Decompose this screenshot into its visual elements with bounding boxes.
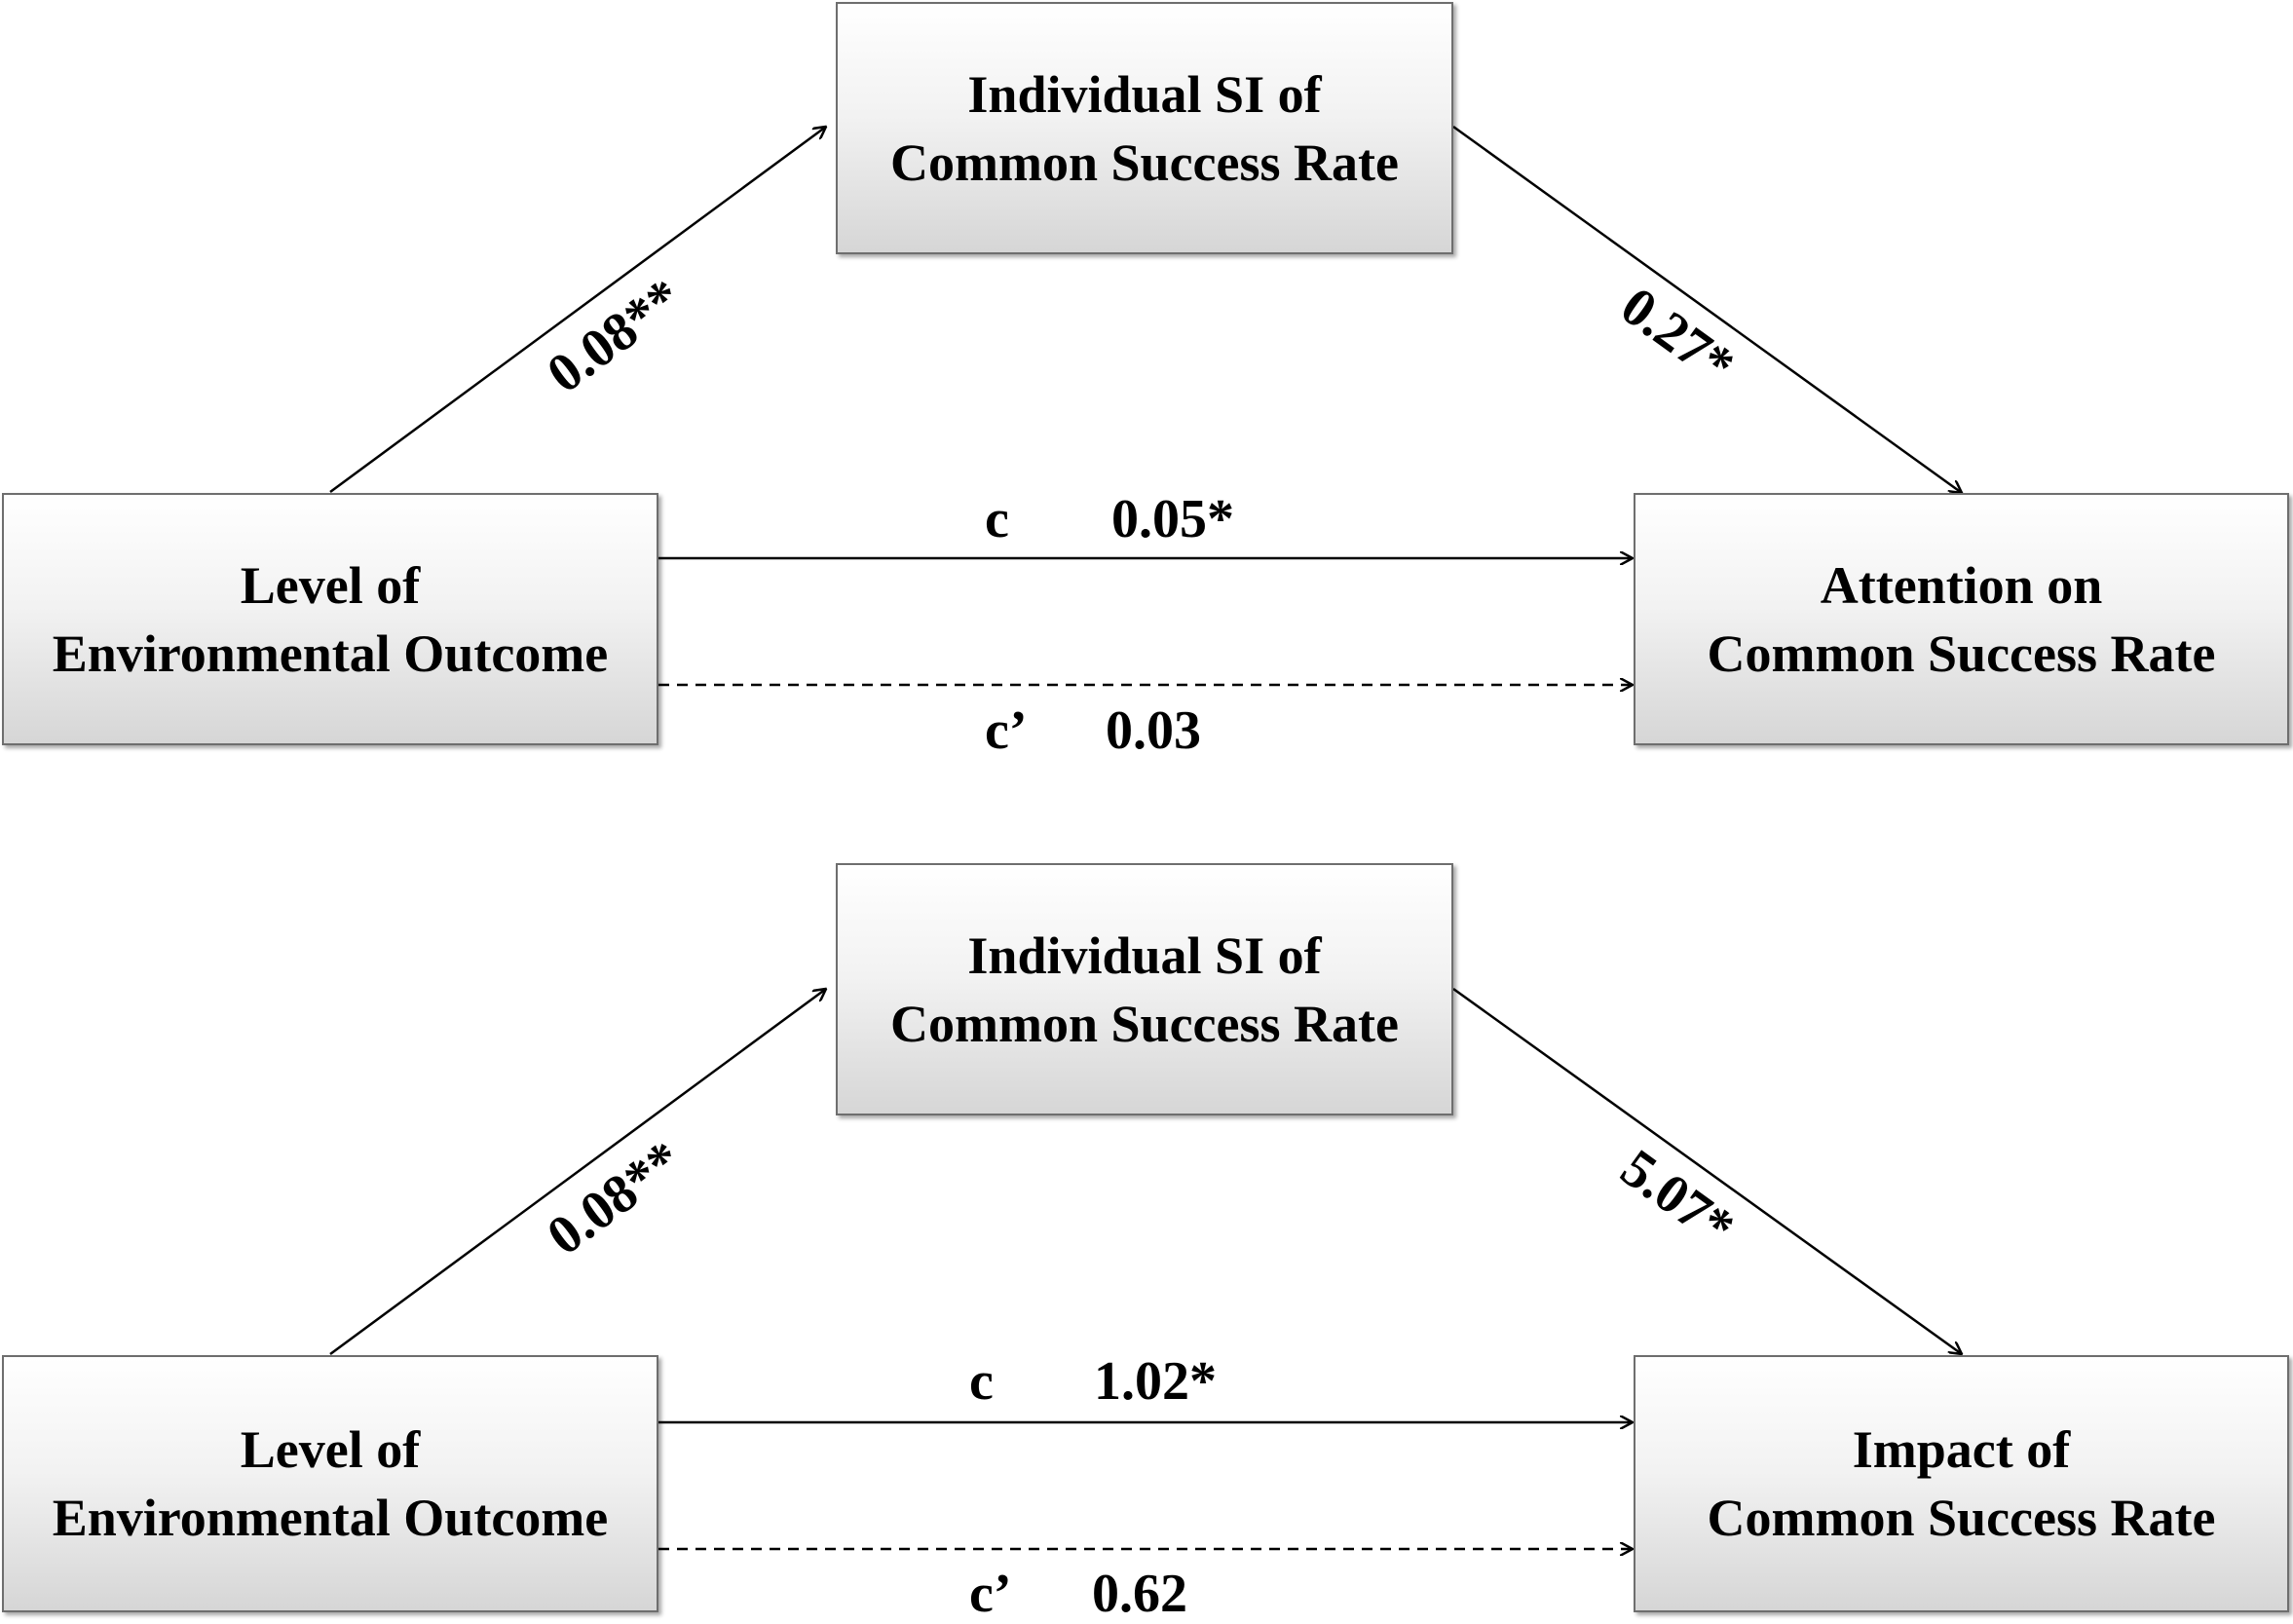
mediator-line2: Common Success Rate <box>890 994 1399 1053</box>
predictor-box: Level of Environmental Outcome <box>2 1355 658 1612</box>
mediator-line2: Common Success Rate <box>890 132 1399 192</box>
outcome-line1: Impact of <box>1852 1420 2071 1479</box>
predictor-line2: Environmental Outcome <box>52 623 609 683</box>
path-c-prime-value: 0.62 <box>1092 1564 1187 1624</box>
path-b-arrow-2 <box>1452 987 1962 1354</box>
path-c-value: 1.02* <box>1094 1351 1217 1412</box>
path-a-arrow-1 <box>329 127 826 494</box>
predictor-line2: Environmental Outcome <box>52 1489 609 1547</box>
mediator-line1: Individual SI of <box>967 925 1322 985</box>
outcome-line2: Common Success Rate <box>1707 623 2216 683</box>
path-c-prime-letter: c’ <box>969 1564 1012 1624</box>
outcome-line2: Common Success Rate <box>1707 1489 2216 1547</box>
path-c-value: 0.05* <box>1111 489 1234 549</box>
path-c-prime-value: 0.03 <box>1106 700 1201 761</box>
outcome-box: Attention on Common Success Rate <box>1634 493 2289 745</box>
mediator-line1: Individual SI of <box>967 64 1322 124</box>
mediator-box: Individual SI of Common Success Rate <box>836 2 1453 254</box>
path-c-prime-letter: c’ <box>985 700 1028 761</box>
path-a-arrow-2 <box>329 989 826 1356</box>
path-b-arrow-1 <box>1452 125 1962 493</box>
outcome-box: Impact of Common Success Rate <box>1634 1355 2289 1612</box>
predictor-box: Level of Environmental Outcome <box>2 493 658 745</box>
predictor-line1: Level of <box>240 555 421 615</box>
path-c-letter: c <box>969 1351 994 1412</box>
path-c-letter: c <box>985 489 1009 549</box>
predictor-line1: Level of <box>240 1420 421 1479</box>
outcome-line1: Attention on <box>1820 555 2103 615</box>
mediator-box: Individual SI of Common Success Rate <box>836 863 1453 1115</box>
